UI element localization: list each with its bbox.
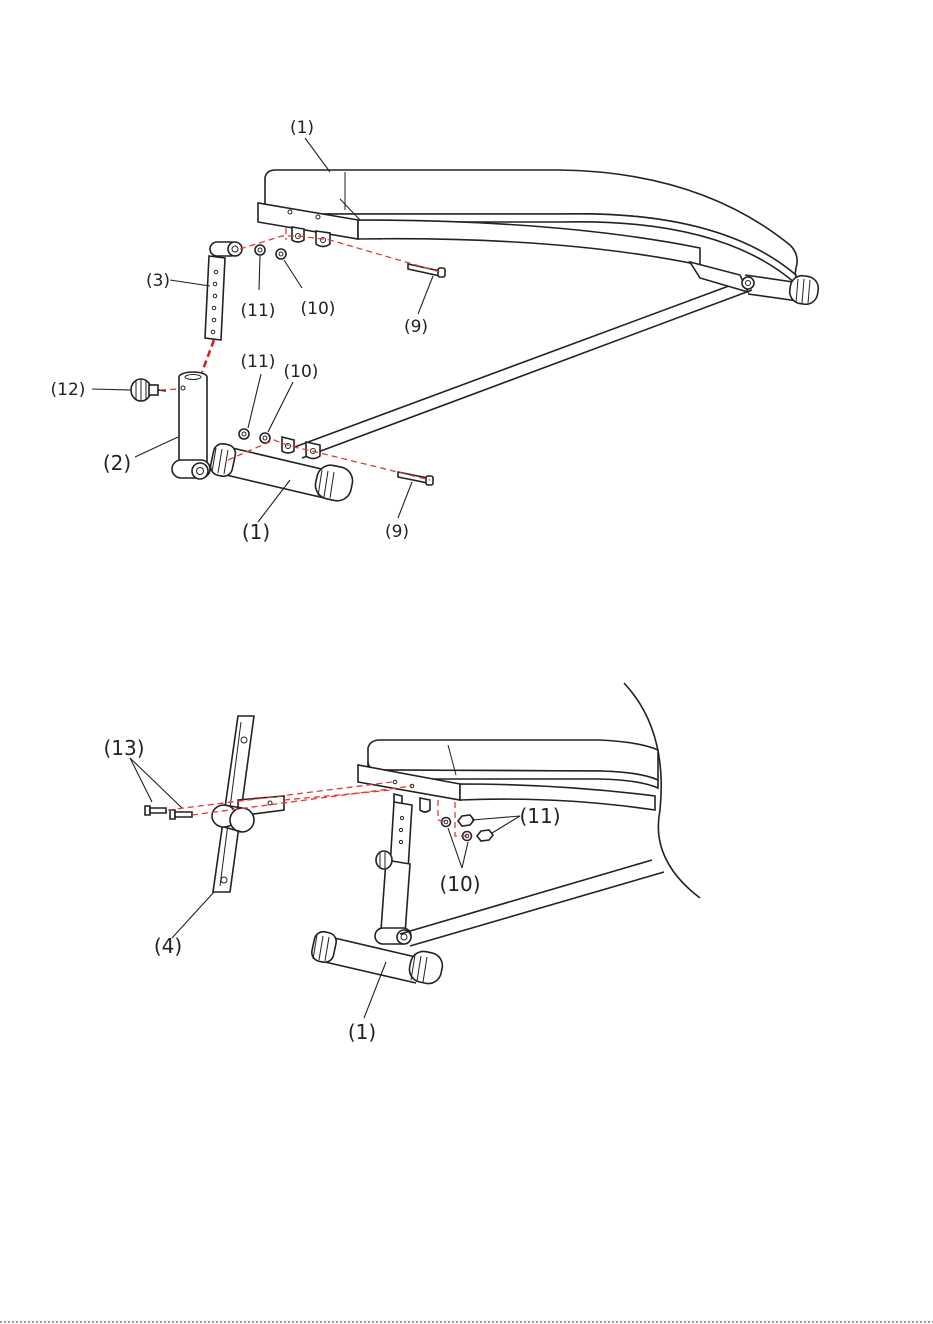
- label-part-1-top: (1): [290, 118, 314, 138]
- part-13-bolts: [145, 806, 192, 819]
- label-part-12: (12): [51, 380, 86, 400]
- label-part-10-mid: (10): [284, 362, 319, 382]
- label-part-13: (13): [103, 736, 144, 760]
- label-part-10-top: (10): [301, 299, 336, 319]
- label-part-9-bottom: (9): [385, 522, 409, 542]
- part-2-upright: [172, 372, 210, 479]
- main-rail: [292, 262, 820, 458]
- label-part-9-top: (9): [404, 317, 428, 337]
- label-part-11-top: (11): [241, 301, 276, 321]
- upright-bottom: [375, 802, 412, 944]
- hardware-upper: [255, 245, 445, 277]
- label-part-3: (3): [146, 271, 170, 291]
- label-part-10: (10): [439, 872, 480, 896]
- figure-bottom: (13) (11) (10) (4) (1): [103, 683, 700, 1044]
- label-part-1-bottom: (1): [242, 520, 270, 544]
- label-part-11: (11): [519, 804, 560, 828]
- seat-pad-bottom: [358, 740, 658, 812]
- cutaway-outline: [624, 683, 700, 898]
- figure-top: (1) (3) (11) (10) (9) (12) (11) (10) (2)…: [51, 118, 820, 544]
- label-part-1: (1): [348, 1020, 376, 1044]
- seat-pad: [258, 170, 797, 283]
- label-part-4: (4): [154, 934, 182, 958]
- part-3-tube: [205, 242, 242, 340]
- label-part-11-mid: (11): [241, 352, 276, 372]
- label-part-2: (2): [103, 451, 131, 475]
